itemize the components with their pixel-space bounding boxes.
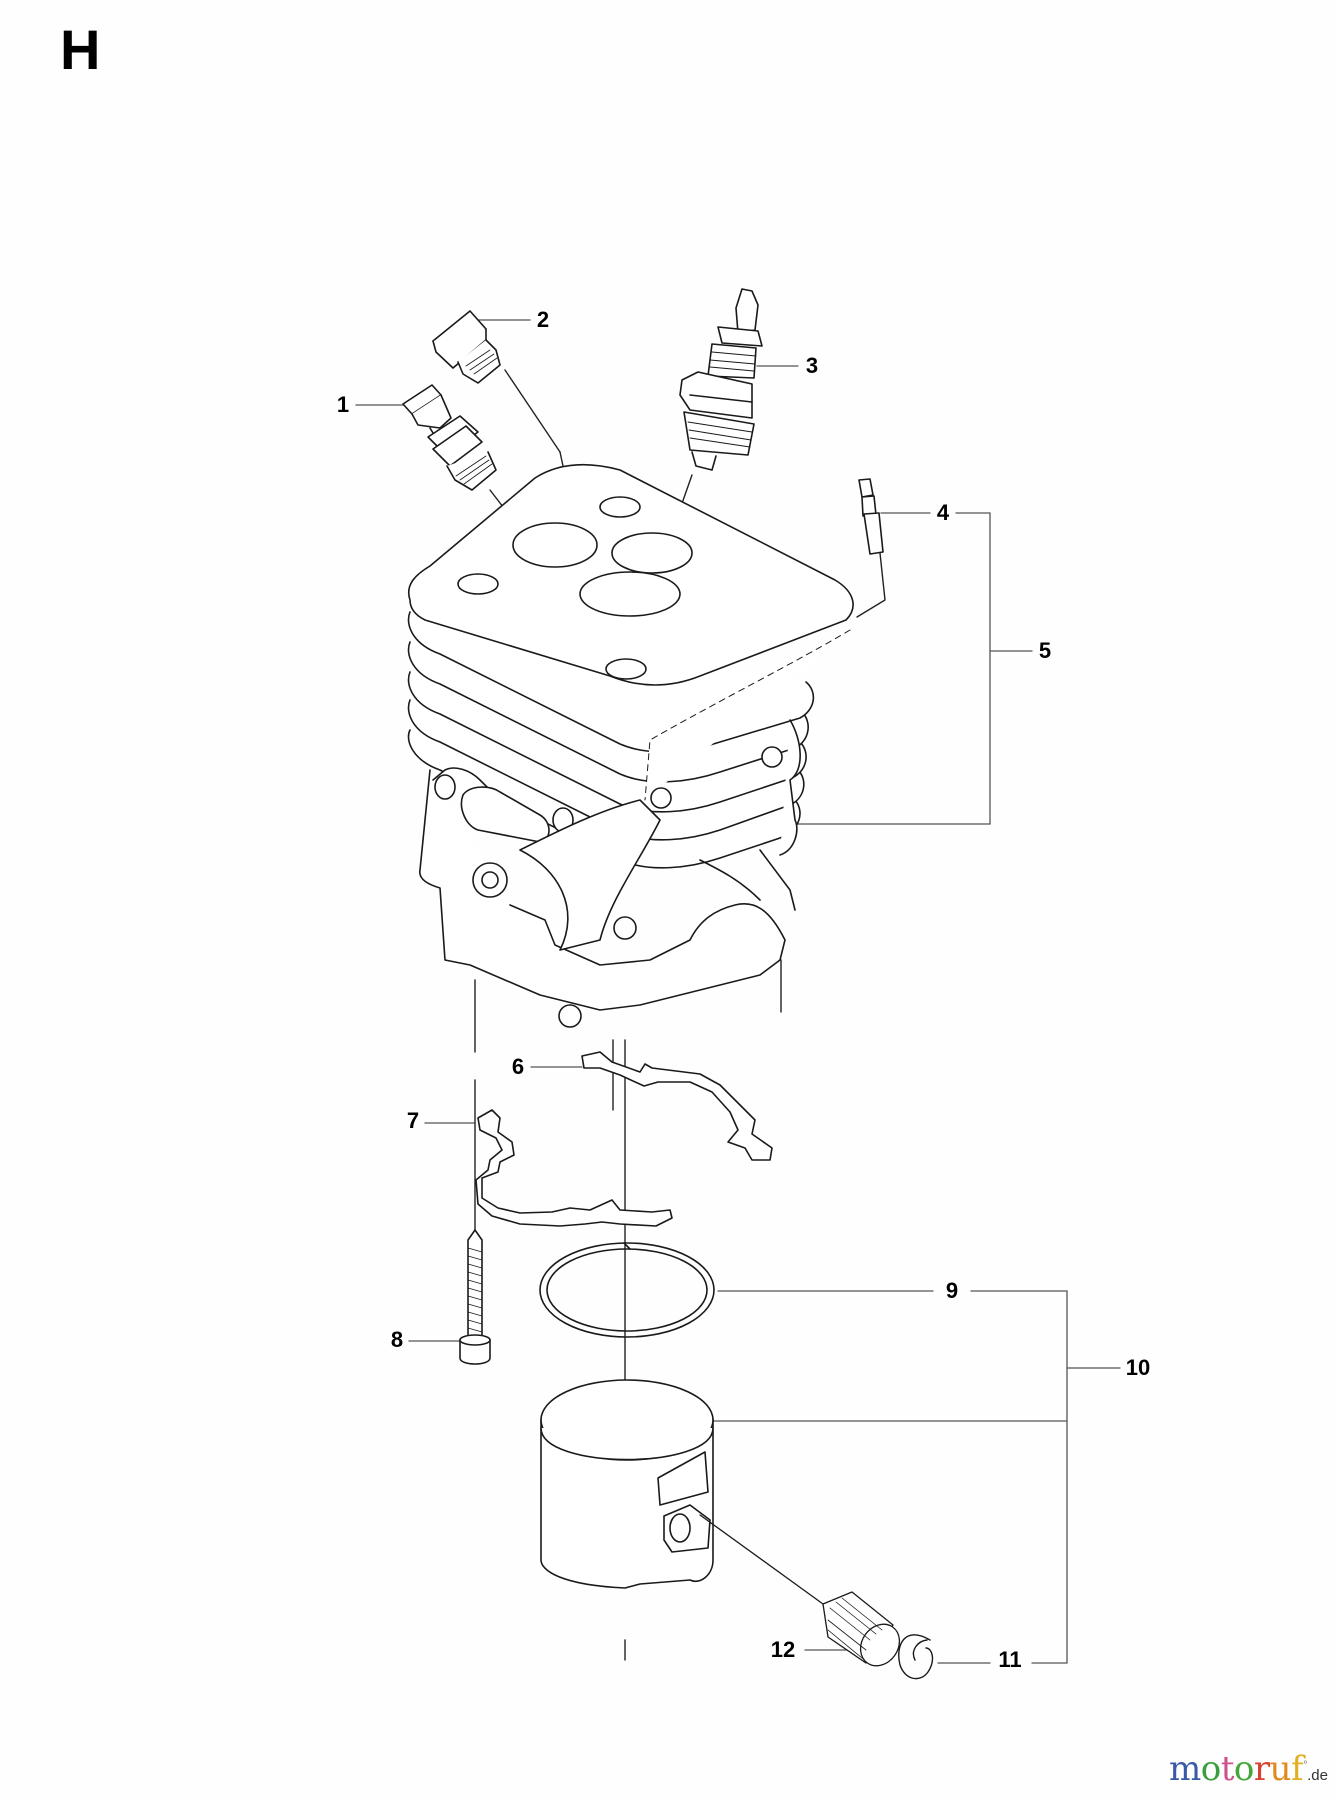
callout-7: 7 xyxy=(406,1108,420,1133)
cylinder-bolt-part xyxy=(459,1229,491,1365)
logo-dot: ° xyxy=(1303,1760,1308,1771)
logo-letter-m: m xyxy=(1168,1749,1201,1789)
callout-6: 6 xyxy=(511,1054,525,1079)
needle-bearing-part xyxy=(699,1514,901,1667)
logo-letter-o2: o xyxy=(1233,1749,1254,1789)
logo-letter-f: f xyxy=(1291,1749,1304,1789)
plug-screw-part xyxy=(432,310,501,384)
callout-1: 1 xyxy=(336,392,350,417)
gasket-upper-part xyxy=(581,1051,773,1161)
piston-part xyxy=(540,1379,714,1589)
callout-4: 4 xyxy=(936,500,950,525)
logo-letter-r: r xyxy=(1253,1749,1270,1789)
logo-letter-t: t xyxy=(1220,1749,1235,1789)
callout-12: 12 xyxy=(770,1637,796,1662)
circlip-part xyxy=(898,1634,934,1680)
cylinder-part xyxy=(407,463,854,1028)
callout-10: 10 xyxy=(1125,1355,1151,1380)
callout-5: 5 xyxy=(1038,638,1052,663)
callout-3: 3 xyxy=(805,353,819,378)
logo-letter-u: u xyxy=(1269,1749,1292,1789)
callout-2: 2 xyxy=(536,307,550,332)
hose-nipple-part xyxy=(858,478,884,555)
gasket-lower-part xyxy=(475,1109,673,1227)
logo-letter-o1: o xyxy=(1200,1749,1221,1789)
leader-lines xyxy=(355,319,1121,1664)
callout-11: 11 xyxy=(998,1647,1022,1672)
decompression-valve-part xyxy=(402,384,497,491)
callout-8: 8 xyxy=(390,1327,404,1352)
piston-ring-part xyxy=(539,1242,715,1338)
watermark-logo: motoruf°.de xyxy=(1169,1752,1328,1786)
logo-tld: .de xyxy=(1307,1767,1328,1784)
spark-plug-part xyxy=(679,288,763,471)
section-letter: H xyxy=(60,18,101,81)
callout-9: 9 xyxy=(945,1278,959,1303)
